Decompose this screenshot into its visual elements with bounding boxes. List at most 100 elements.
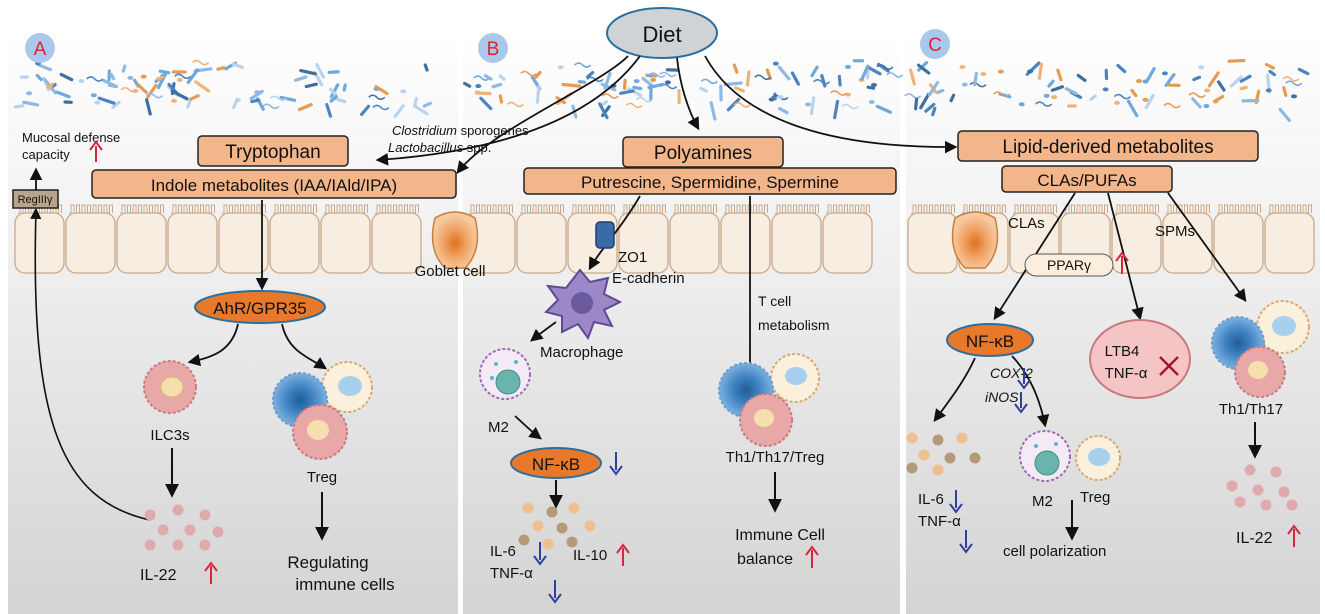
epithelial-cell bbox=[1111, 212, 1162, 274]
bacterium-cocci bbox=[980, 72, 987, 77]
microvilli bbox=[1217, 204, 1261, 214]
cell-polarization-label: cell polarization bbox=[1003, 543, 1106, 560]
bacterium-rod bbox=[677, 89, 681, 105]
cox2-label: COX-2 bbox=[990, 365, 1033, 381]
bacterium-rod bbox=[293, 75, 308, 82]
bacterium-rod bbox=[231, 62, 244, 69]
bacterium-spiral bbox=[1282, 76, 1300, 82]
lipid-box bbox=[957, 130, 1259, 162]
bacterium-rod bbox=[412, 104, 429, 116]
bacterium-rod bbox=[412, 96, 418, 108]
bacterium-rod bbox=[107, 83, 118, 89]
down-arrow-icon bbox=[1014, 392, 1028, 414]
bacterium-cocci bbox=[557, 65, 564, 70]
nfkb-node-b bbox=[510, 447, 602, 479]
cytokine-dot bbox=[969, 452, 981, 464]
bacterium-rod bbox=[19, 75, 29, 79]
bacterium-cocci bbox=[1290, 94, 1297, 99]
microvilli bbox=[826, 204, 870, 214]
down-arrow-icon bbox=[949, 490, 963, 514]
bacterium-rod bbox=[423, 63, 429, 72]
bacterium-rod bbox=[136, 83, 148, 94]
cytokine-dot bbox=[532, 520, 544, 532]
tnf-label-c-cell: TNF-α bbox=[1105, 365, 1148, 382]
bacterium-rod bbox=[719, 84, 723, 102]
m2-label-c: M2 bbox=[1032, 493, 1053, 510]
bacterium-rod bbox=[1297, 67, 1310, 76]
bacterium-cocci bbox=[772, 61, 779, 66]
bacterium-spiral bbox=[1113, 93, 1131, 100]
bacterium-cocci bbox=[1136, 79, 1143, 84]
lipid-label: Lipid-derived metabolites bbox=[1002, 137, 1213, 158]
treg-cell-c bbox=[1075, 435, 1121, 481]
bacterium-rod bbox=[393, 104, 405, 118]
bacterium-rod bbox=[107, 69, 111, 82]
bacterium-rod bbox=[1076, 73, 1087, 83]
bacterium-rod bbox=[1207, 71, 1220, 88]
bacterium-rod bbox=[121, 64, 127, 73]
bacterium-rod bbox=[1050, 85, 1064, 92]
cla-pufa-box bbox=[1001, 165, 1173, 193]
bacterium-rod bbox=[216, 66, 226, 71]
il22-dot bbox=[1244, 464, 1256, 476]
bacterium-rod bbox=[1104, 68, 1109, 81]
balance-label: balance bbox=[737, 551, 793, 568]
bacterium-rod bbox=[146, 83, 158, 99]
bacterium-cocci bbox=[1161, 71, 1168, 76]
bacterium-spiral bbox=[969, 81, 987, 88]
goblet-cell bbox=[951, 211, 999, 269]
ppar-label: PPARγ bbox=[1047, 257, 1091, 273]
bacterium-spiral bbox=[876, 64, 894, 70]
bacterium-rod bbox=[810, 65, 819, 78]
bacterium-spiral bbox=[372, 104, 390, 111]
microvilli bbox=[724, 204, 768, 214]
arrow-nfkb-to-m2 bbox=[1011, 355, 1050, 428]
bacterium-rod bbox=[1064, 87, 1078, 96]
il22-dot bbox=[1270, 466, 1282, 478]
epithelial-cell bbox=[167, 212, 218, 274]
down-arrow-icon bbox=[1017, 368, 1031, 390]
bacterium-rod bbox=[860, 64, 870, 81]
microvilli bbox=[324, 204, 368, 214]
badge-c-label: C bbox=[928, 35, 942, 56]
metabolism-label: metabolism bbox=[758, 317, 830, 333]
microvilli bbox=[273, 204, 317, 214]
ilc3-cell bbox=[143, 360, 197, 414]
bacterium-spiral bbox=[86, 76, 104, 82]
cytokine-dot bbox=[542, 538, 554, 550]
bacterium-rod bbox=[327, 70, 340, 74]
il22-dot bbox=[1252, 484, 1264, 496]
cytokine-dot bbox=[566, 536, 578, 548]
arrow-diet-to-lipid bbox=[704, 55, 958, 154]
il10-label-b: IL-10 bbox=[573, 547, 607, 564]
bacterium-rod bbox=[63, 100, 73, 104]
bacterium-rod bbox=[1216, 80, 1226, 92]
epithelial-cell bbox=[669, 212, 720, 274]
cytokine-dot bbox=[584, 520, 596, 532]
bacterium-spiral bbox=[262, 103, 280, 110]
cytokine-dot bbox=[906, 432, 918, 444]
cytokine-dot bbox=[932, 464, 944, 476]
bacterium-rod bbox=[185, 98, 192, 109]
bacterium-cocci bbox=[633, 79, 640, 84]
bacterium-rod bbox=[463, 81, 472, 88]
bacterium-rod bbox=[931, 106, 937, 117]
zo1-junction-icon bbox=[595, 221, 615, 249]
bacterium-rod bbox=[325, 103, 333, 118]
bacterium-rod bbox=[949, 93, 956, 103]
bacterium-spiral bbox=[754, 74, 772, 81]
bacterium-rod bbox=[1192, 75, 1202, 82]
il22-label-a: IL-22 bbox=[140, 567, 177, 584]
bacterium-rod bbox=[914, 97, 919, 111]
cytokine-dot bbox=[556, 522, 568, 534]
bacterium-cocci bbox=[868, 100, 875, 105]
mucosal-defense-label: Mucosal defense bbox=[22, 130, 120, 145]
bacterium-rod bbox=[1241, 99, 1260, 103]
up-arrow-icon bbox=[616, 543, 630, 566]
arrow-diet-to-indole bbox=[456, 55, 629, 175]
bacterium-spiral bbox=[269, 95, 287, 102]
nfkb-label-c: NF-κB bbox=[966, 332, 1014, 351]
goblet-cell bbox=[431, 211, 479, 269]
bacterium-rod bbox=[809, 96, 816, 116]
